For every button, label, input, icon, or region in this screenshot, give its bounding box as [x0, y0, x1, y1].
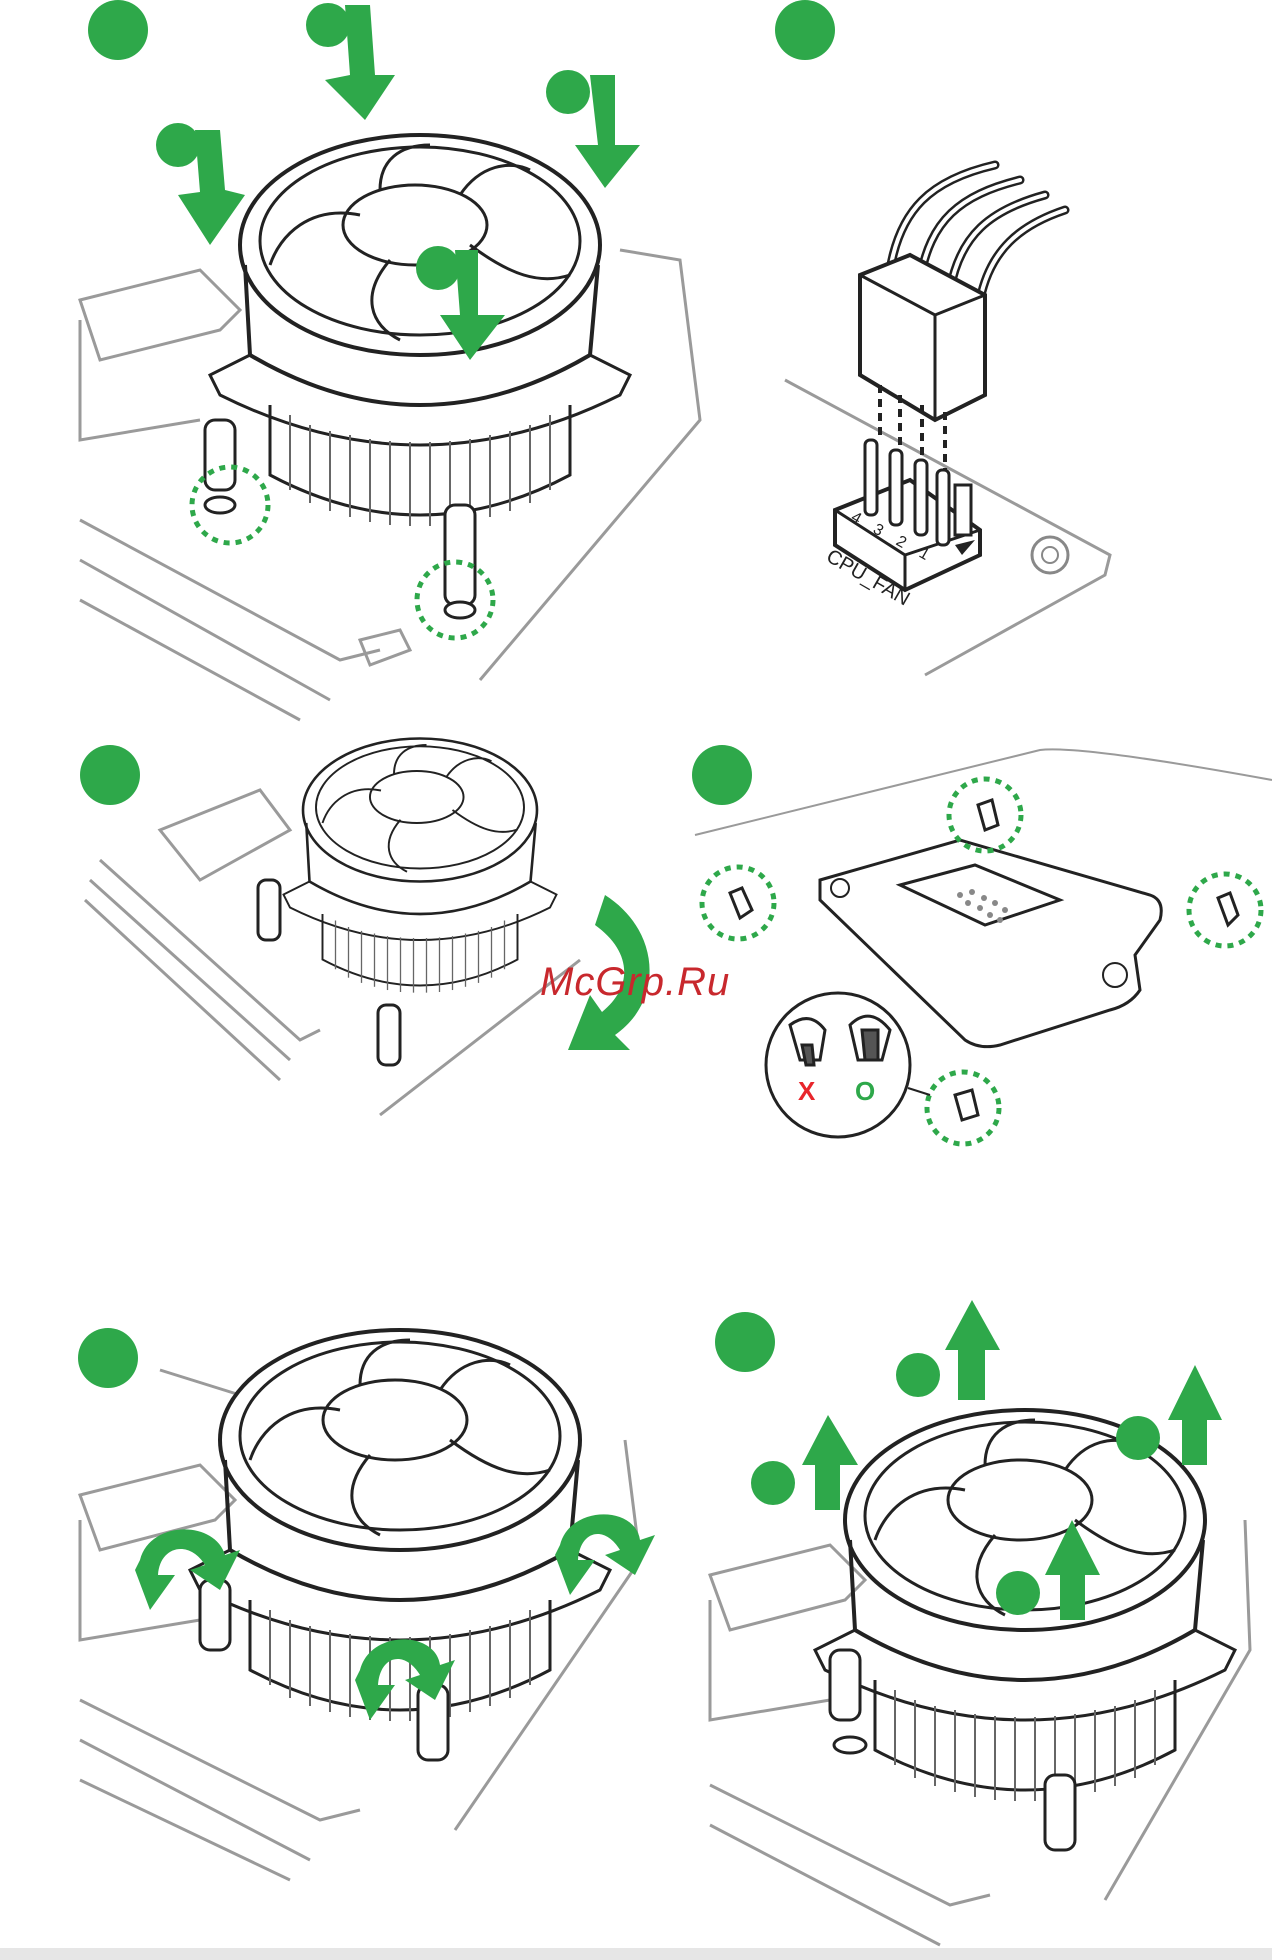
fan-connector	[860, 255, 985, 420]
step-marker	[692, 745, 752, 805]
panel-orientation: X O	[692, 745, 1272, 1144]
panel-fan-header: 4 3 2 1 CPU_FAN	[775, 0, 1110, 675]
verdict-wrong: X	[798, 1076, 816, 1106]
panel-pull-up	[710, 1300, 1250, 1945]
step-marker	[775, 0, 835, 60]
panel-twist	[78, 1328, 655, 1880]
push-pins	[205, 420, 475, 618]
step-marker	[715, 1312, 775, 1372]
step-marker	[88, 0, 148, 60]
orientation-callout	[766, 993, 910, 1137]
verdict-right: O	[855, 1076, 875, 1106]
step-marker	[78, 1328, 138, 1388]
step-marker	[80, 745, 140, 805]
panel-press-down	[80, 0, 700, 720]
footer-band	[0, 1948, 1272, 1960]
watermark: McGrp.Ru	[540, 960, 730, 1004]
panel-rotate	[80, 739, 650, 1116]
